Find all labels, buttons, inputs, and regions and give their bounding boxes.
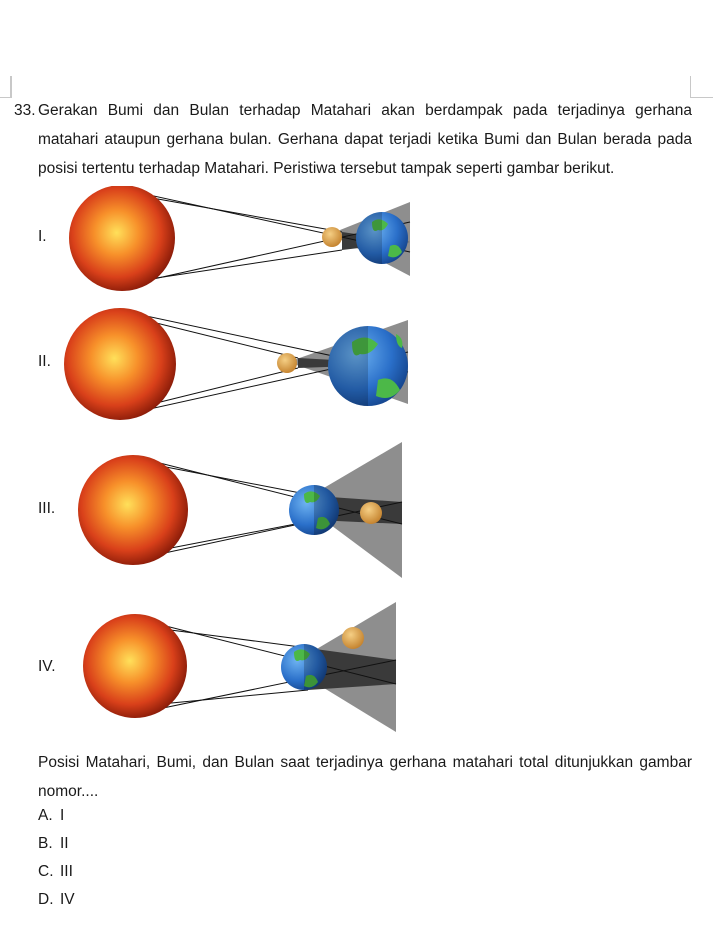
earth-icon <box>328 326 408 406</box>
option-letter: D. <box>38 891 54 908</box>
option-b[interactable]: B. II <box>38 830 75 858</box>
figure-3: III. <box>0 436 713 582</box>
option-letter: C. <box>38 863 54 880</box>
sun-icon <box>78 455 188 565</box>
question-number: 33. <box>14 102 36 119</box>
option-c[interactable]: C. III <box>38 858 75 886</box>
earth-icon <box>281 644 327 690</box>
figure-4: IV. <box>0 598 713 736</box>
figure-label-4: IV. <box>38 658 56 675</box>
earth-icon <box>289 485 339 535</box>
option-value: I <box>60 807 65 824</box>
sun-icon <box>83 614 187 718</box>
moon-icon <box>322 227 342 247</box>
ray-line <box>133 617 397 685</box>
margin-corner-right-h <box>690 97 713 98</box>
ray-line <box>139 461 317 497</box>
figure-2: II. <box>0 306 713 422</box>
question-block: 33. Gerakan Bumi dan Bulan terhadap Mata… <box>14 96 692 183</box>
moon-icon <box>342 627 364 649</box>
figure-4-diagram <box>83 602 397 732</box>
sun-icon <box>64 308 176 420</box>
ray-line <box>129 193 343 233</box>
ray-line <box>131 501 403 561</box>
margin-corner-left-h <box>0 97 12 98</box>
margin-corner-left <box>10 76 12 98</box>
question-prompt: Posisi Matahari, Bumi, dan Bulan saat te… <box>38 754 692 800</box>
option-value: IV <box>60 891 75 908</box>
question-text: Gerakan Bumi dan Bulan terhadap Matahari… <box>38 102 692 177</box>
figure-label-1: I. <box>38 228 47 245</box>
option-value: III <box>60 863 73 880</box>
ray-line <box>133 659 397 715</box>
sun-icon <box>69 186 175 291</box>
option-d[interactable]: D. IV <box>38 886 75 914</box>
figure-2-diagram <box>64 308 409 420</box>
figure-1: I. <box>0 186 713 294</box>
margin-corner-right <box>690 76 691 98</box>
option-a[interactable]: A. I <box>38 802 75 830</box>
earth-icon <box>356 212 408 264</box>
figure-1-diagram <box>69 186 411 291</box>
figure-label-2: II. <box>38 353 51 370</box>
option-value: II <box>60 835 69 852</box>
answer-options: A. I B. II C. III D. IV <box>38 802 75 914</box>
option-letter: A. <box>38 807 53 824</box>
figure-3-diagram <box>78 442 403 578</box>
ray-line <box>131 455 403 525</box>
moon-icon <box>360 502 382 524</box>
option-letter: B. <box>38 835 53 852</box>
ray-line <box>129 249 343 283</box>
figure-label-3: III. <box>38 500 56 517</box>
moon-icon <box>277 353 297 373</box>
